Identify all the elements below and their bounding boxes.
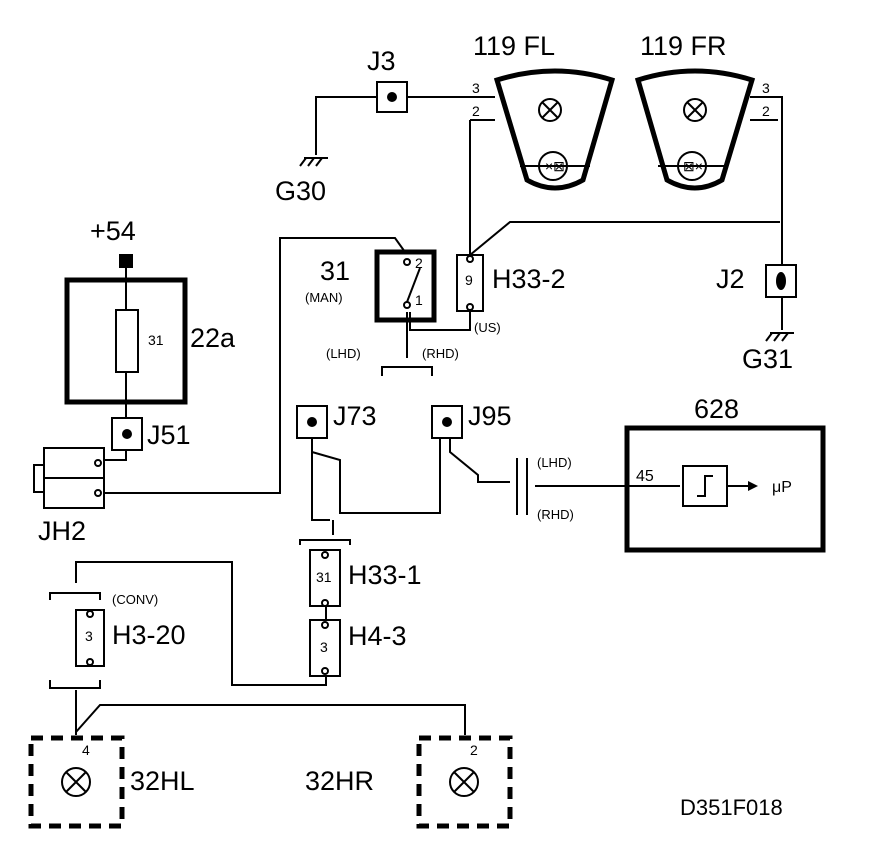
drive-variant-labels: (LHD) (RHD) (LHD) (RHD) [326,346,574,522]
switch-pin-top: 2 [415,255,423,271]
h3-20-label: H3-20 [112,620,186,650]
module-rhd-label: (RHD) [537,507,574,522]
lamp-32hl-label: 32HL [130,766,195,796]
lamp-32hr: 2 32HR [305,735,513,829]
switch-mode-label: (MAN) [305,290,343,305]
switch-pin-bottom: 1 [415,292,423,308]
h33-2-pin: 9 [465,272,473,288]
switch-rhd-label: (RHD) [422,346,459,361]
junction-j3: J3 [367,46,408,113]
wires [75,96,783,735]
module-lhd-label: (LHD) [537,455,572,470]
fr-pin-lower: 2 [762,103,770,119]
headlamp-fl-label: 119 FL [473,31,555,61]
lamp-32hl: 4 32HL [28,735,195,829]
junction-j2-label: J2 [716,264,745,294]
junction-j3-label: J3 [367,46,396,76]
fuse-block-22a: 31 22a [64,277,236,405]
power-supply-label: +54 [90,216,136,246]
switch-label: 31 [320,256,350,286]
module-628-label: 628 [694,394,739,424]
ground-g30-label: G30 [275,176,326,206]
connector-h4-3: 3 H4-3 [309,619,407,677]
junction-j95: J95 [431,401,512,439]
junction-j51-label: J51 [147,420,191,450]
connector-h33-1: 31 H33-1 [299,539,422,607]
module-628-pin: 45 [636,468,654,485]
switch-31: 2 1 31 (MAN) [305,249,437,323]
junction-j73-label: J73 [333,401,377,431]
jh2-label: JH2 [38,516,86,546]
module-628-output: μP [772,479,792,496]
headlamp-fr-label: 119 FR [640,31,727,61]
svg-text:⊠×: ⊠× [683,158,703,174]
junction-j73: J73 [296,401,377,439]
ground-g31-label: G31 [742,344,793,374]
lamp-32hr-pin: 2 [470,742,478,758]
h3-20-pin: 3 [85,628,93,644]
ground-g30: G30 [275,157,328,206]
lamp-32hr-label: 32HR [305,766,374,796]
fl-pin-lower: 2 [472,103,480,119]
fuse-number: 31 [148,332,164,348]
module-628: 45 μP 628 [624,394,826,553]
connector-jh2: JH2 [33,447,105,546]
switch-lhd-label: (LHD) [326,346,361,361]
fuse-block-label: 22a [190,323,236,353]
fr-pin-upper: 3 [762,80,770,96]
svg-text:×⊠: ×⊠ [545,158,565,174]
headlamp-119fr: ⊠× 3 2 119 FR [634,31,770,191]
h4-3-label: H4-3 [348,621,407,651]
ground-g31: G31 [742,332,794,374]
h33-2-label: H33-2 [492,264,566,294]
h33-1-label: H33-1 [348,560,422,590]
junction-j95-label: J95 [468,401,512,431]
lamp-32hl-pin: 4 [82,742,90,758]
diagram-id: D351F018 [680,795,783,820]
h3-20-note: (CONV) [112,592,158,607]
connector-h33-2: 9 H33-2 (US) [456,254,566,335]
junction-j51: J51 [111,417,191,451]
junction-j2: J2 [716,264,797,298]
headlamp-119fl: ×⊠ 3 2 119 FL [472,31,616,191]
fl-pin-upper: 3 [472,80,480,96]
connector-h3-20: 3 H3-20 (CONV) [49,592,186,689]
h33-2-note: (US) [474,320,501,335]
h4-3-pin: 3 [320,639,328,655]
h33-1-pin: 31 [316,569,332,585]
power-supply: +54 [90,216,136,268]
